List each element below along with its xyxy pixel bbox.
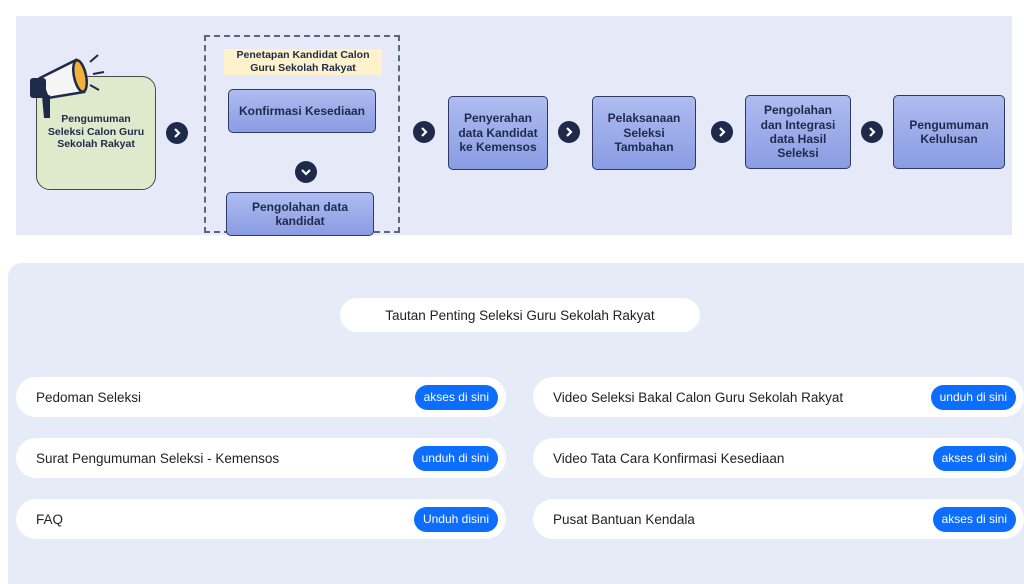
link-label-faq: FAQ [36, 511, 64, 527]
download-button[interactable]: Unduh disini [413, 506, 498, 532]
list-item: FAQ Unduh disini [16, 499, 506, 539]
step-confirmation: Konfirmasi Kesediaan [228, 89, 376, 133]
access-button[interactable]: akses di sini [932, 506, 1016, 532]
list-item: Video Tata Cara Konfirmasi Kesediaan aks… [533, 438, 1024, 478]
chevron-right-icon [166, 122, 188, 144]
access-button[interactable]: akses di sini [932, 445, 1016, 471]
link-label-pusat-bantuan: Pusat Bantuan Kendala [553, 511, 695, 527]
announcement-step-label: Pengumuman Seleksi Calon Guru Sekolah Ra… [47, 113, 145, 151]
chevron-down-icon [295, 161, 317, 183]
chevron-right-icon [711, 121, 733, 143]
list-item: Pedoman Seleksi akses di sini [16, 377, 506, 417]
step-result-integration: Pengolahan dan Integrasi data Hasil Sele… [745, 95, 851, 169]
list-item: Video Seleksi Bakal Calon Guru Sekolah R… [533, 377, 1024, 417]
candidate-determination-group: Penetapan Kandidat Calon Guru Sekolah Ra… [204, 35, 400, 236]
list-item: Surat Pengumuman Seleksi - Kemensos undu… [16, 438, 506, 478]
megaphone-icon [30, 54, 105, 118]
important-links-panel: Tautan Penting Seleksi Guru Sekolah Raky… [8, 263, 1024, 584]
download-button[interactable]: unduh di sini [930, 384, 1016, 410]
chevron-right-icon [413, 121, 435, 143]
step-handover-kemensos: Penyerahan data Kandidat ke Kemensos [448, 96, 548, 170]
list-item: Pusat Bantuan Kendala akses di sini [533, 499, 1024, 539]
links-panel-title: Tautan Penting Seleksi Guru Sekolah Raky… [340, 298, 700, 332]
access-button[interactable]: akses di sini [414, 384, 498, 410]
link-label-video-seleksi: Video Seleksi Bakal Calon Guru Sekolah R… [553, 389, 844, 405]
link-label-surat: Surat Pengumuman Seleksi - Kemensos [36, 450, 280, 466]
step-graduation-announcement: Pengumuman Kelulusan [893, 95, 1005, 169]
step-candidate-processing: Pengolahan data kandidat [226, 192, 374, 236]
selection-flow-diagram: Pengumuman Seleksi Calon Guru Sekolah Ra… [16, 16, 1012, 236]
link-label-pedoman: Pedoman Seleksi [36, 389, 142, 405]
step-additional-selection: Pelaksanaan Seleksi Tambahan [592, 96, 696, 170]
download-button[interactable]: unduh di sini [412, 445, 498, 471]
group-title: Penetapan Kandidat Calon Guru Sekolah Ra… [224, 49, 382, 76]
chevron-right-icon [558, 121, 580, 143]
chevron-right-icon [861, 121, 883, 143]
link-label-video-tata-cara: Video Tata Cara Konfirmasi Kesediaan [553, 450, 785, 466]
